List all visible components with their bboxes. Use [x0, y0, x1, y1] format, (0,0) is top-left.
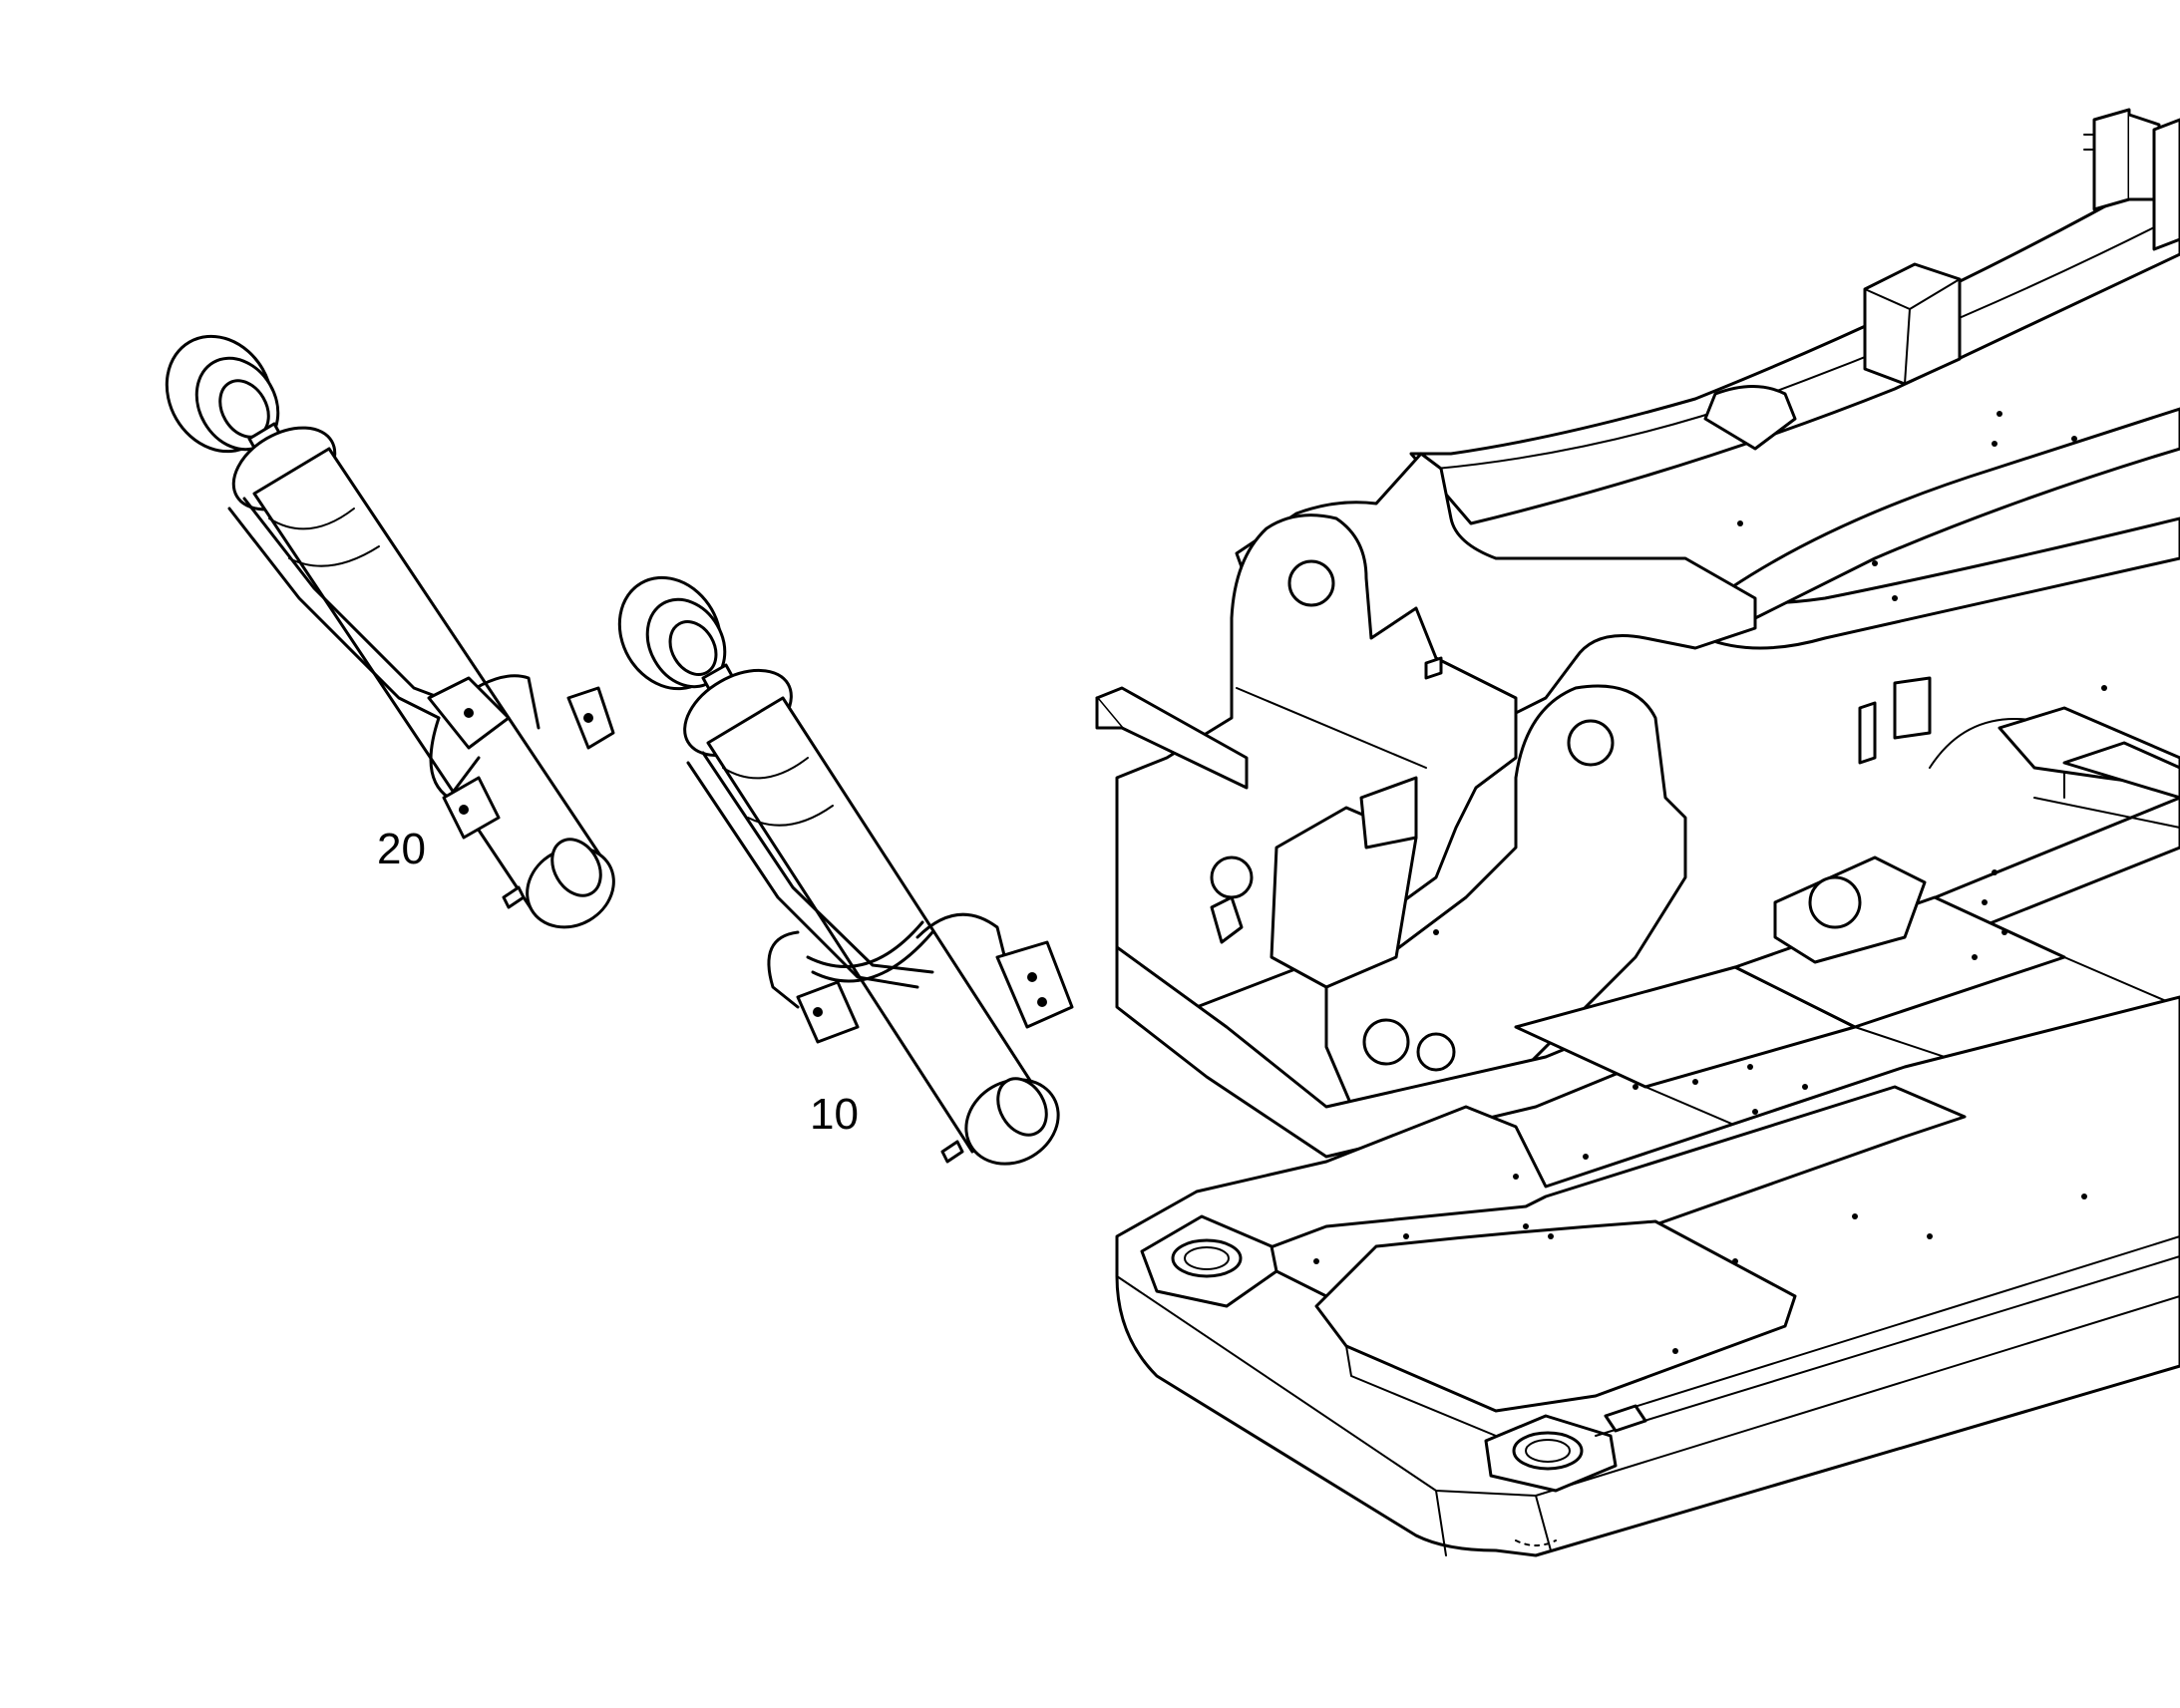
callout-part-20: 20: [377, 825, 426, 873]
frame-rivets: [1313, 411, 2107, 1354]
hydraulic-cylinder-10: [617, 575, 1074, 1166]
hydraulic-cylinder-20: [165, 334, 615, 929]
lower-base-frame: [1115, 995, 2180, 1557]
upper-frame-chassis: [1095, 108, 2180, 1257]
callout-part-10: 10: [810, 1090, 859, 1139]
